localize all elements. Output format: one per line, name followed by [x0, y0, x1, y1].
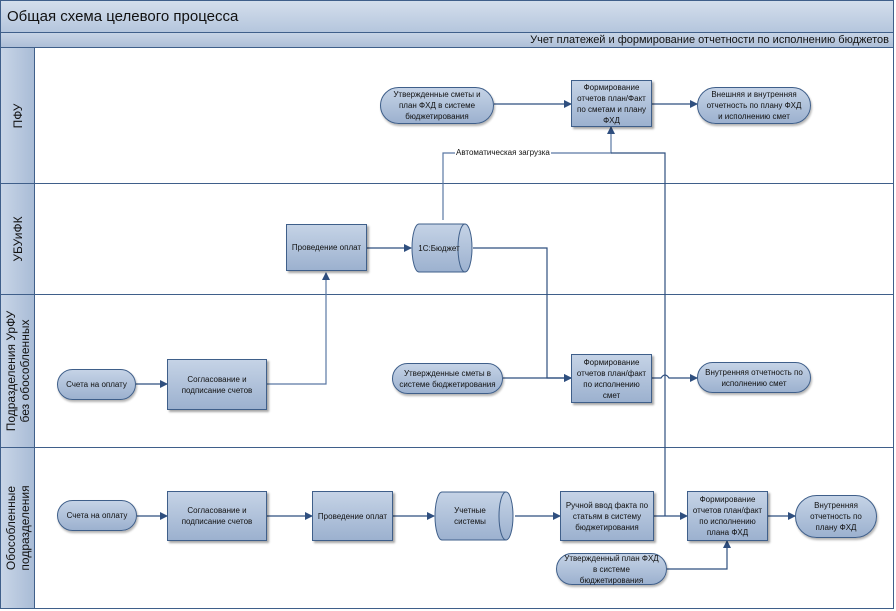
sep-reporting-terminator[interactable]: Внутренняя отчетность по плану ФХД — [795, 495, 877, 538]
sep-payments-process[interactable]: Проведение оплат — [312, 491, 393, 541]
diagram-title-bar: Общая схема целевого процесса — [0, 0, 894, 33]
lane-ubuifk: УБУиФК — [0, 184, 894, 295]
diagram-title: Общая схема целевого процесса — [7, 8, 239, 25]
database-cylinder-icon — [411, 223, 473, 273]
ubu-payments-process[interactable]: Проведение оплат — [286, 224, 367, 271]
sep-form-reports-process[interactable]: Формирование отчетов план/факт по исполн… — [687, 491, 768, 541]
pfu-approved-estimates-terminator[interactable]: Утвержденные сметы и план ФХД в системе … — [380, 87, 494, 124]
sep-accounting-systems-database[interactable]: Учетные системы — [434, 491, 516, 541]
lane-header-ubuifk: УБУиФК — [1, 184, 35, 294]
sep-approval-process[interactable]: Согласование и подписание счетов — [167, 491, 267, 541]
ubu-1c-budget-database[interactable]: 1С:Бюджет — [411, 223, 475, 273]
connector-auto-load — [442, 126, 615, 220]
sep-approved-plan-terminator[interactable]: Утвержденный план ФХД в системе бюджетир… — [556, 553, 667, 585]
sep-accounting-systems-label: Учетные системы — [454, 506, 486, 526]
process-subtitle: Учет платежей и формирование отчетности … — [530, 34, 889, 46]
pfu-reporting-terminator[interactable]: Внешняя и внутренняя отчетность по плану… — [697, 87, 811, 124]
connector-1c-to-urfu-reports — [473, 247, 572, 382]
lane-header-pfu: ПФУ — [1, 48, 35, 183]
lane-pfu: ПФУ — [0, 48, 894, 184]
connector-urfu-reports-to-reporting — [652, 374, 698, 382]
connector-urfu-approval-to-payments — [267, 272, 330, 385]
sep-manual-entry-process[interactable]: Ручной ввод факта по статьям в систему б… — [560, 491, 654, 541]
urfu-approved-estimates-terminator[interactable]: Утвержденные сметы в системе бюджетирова… — [392, 363, 503, 394]
urfu-form-reports-process[interactable]: Формирование отчетов план/факт по исполн… — [571, 354, 652, 403]
lane-urfu-departments: Подразделения УрФУ без обособленных — [0, 295, 894, 448]
urfu-invoices-terminator[interactable]: Счета на оплату — [57, 369, 136, 400]
urfu-reporting-terminator[interactable]: Внутренняя отчетность по исполнению смет — [697, 362, 811, 393]
lane-separate-departments: Обособленные подразделения — [0, 448, 894, 609]
sep-invoices-terminator[interactable]: Счета на оплату — [57, 500, 137, 531]
connector-separate-to-pfu — [611, 152, 666, 516]
pfu-form-reports-process[interactable]: Формирование отчетов план/Факт по сметам… — [571, 80, 652, 127]
lane-header-urfu: Подразделения УрФУ без обособленных — [1, 295, 35, 447]
database-cylinder-icon — [434, 491, 514, 541]
connector-sep-plan-to-reports — [667, 540, 731, 570]
auto-load-label: Автоматическая загрузка — [455, 148, 551, 157]
lane-header-separate: Обособленные подразделения — [1, 448, 35, 608]
ubu-1c-budget-label: 1С:Бюджет — [418, 243, 460, 253]
process-subtitle-bar: Учет платежей и формирование отчетности … — [0, 33, 894, 48]
urfu-approval-process[interactable]: Согласование и подписание счетов — [167, 359, 267, 410]
